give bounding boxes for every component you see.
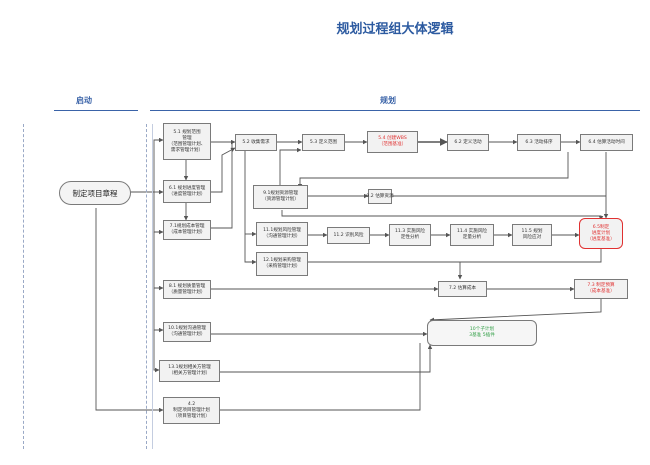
estimate-resources-node: 9.2 估算资源 [366,189,394,204]
collect-requirements-node: 5.2 收集需求 [235,134,277,151]
plan-quality-node: 8.1 规划质量管理（质量管理计划） [163,280,211,299]
plan-communications-node: 10.1规划沟通管理（沟通管理计划） [163,322,211,342]
plan-stakeholder-node: 13.1规划相关方管理（相关方管理计划） [159,360,220,382]
estimate-durations-node: 6.4 估算活动时间 [580,134,633,151]
connector [211,142,233,229]
determine-budget-node: 7.3 制定预算（成本基准） [574,279,628,299]
connector [220,344,433,373]
define-scope-node: 5.3 定义范围 [302,134,345,151]
plan-procurement-node: 12.1规划采购管理（采购管理计划） [256,252,308,276]
lane-boundary [23,124,24,449]
connector [460,249,602,263]
develop-charter-node: 制定项目章程 [59,181,131,205]
connector [281,210,604,221]
sequence-activities-node: 6.3 活动排序 [517,134,561,151]
plan-risk-node: 11.1规划风险管理（沟通管理计划） [256,222,308,246]
develop-schedule-node: 6.5制定进度计划（进度基准） [579,218,623,249]
connector [153,288,164,333]
lane-boundary [152,124,153,449]
quantitative-risk-node: 11.4 实施风险定量分析 [450,224,494,246]
connector [211,147,236,193]
connector [279,147,302,185]
estimate-costs-node: 7.2 估算成本 [438,281,487,297]
lane-boundary [146,124,147,449]
phase-label-initiating: 启动 [76,96,92,105]
qualitative-risk-node: 11.3 实施风险定性分析 [389,224,431,246]
connector [153,192,164,235]
connector [308,261,463,280]
connector [153,232,164,291]
plan-scope-node: 5.1 规划范围管理（范围管理计划、需求管理计划） [163,123,211,160]
phase-label-planning: 规划 [380,96,396,105]
connector [220,343,421,411]
plan-resources-node: 9.1规划资源管理（资源管理计划） [253,185,308,209]
phase-divider-planning [150,110,640,111]
connector [429,299,602,323]
define-activities-node: 6.2 定义活动 [447,134,489,151]
plan-schedule-node: 6.1 规划进度管理（进度管理计划） [163,180,211,203]
page-title: 规划过程组大体逻辑 [336,22,454,37]
plan-cost-node: 7.1规划成本管理（成本管理计划） [163,220,211,240]
identify-risks-node: 11.2 识别风险 [327,227,370,244]
plan-risk-responses-node: 11.5 规划风险应对 [512,224,552,246]
connector [297,152,569,189]
phase-divider-initiating [54,110,138,111]
create-wbs-node: 5.4 创建WBS（范围基准） [367,131,418,153]
